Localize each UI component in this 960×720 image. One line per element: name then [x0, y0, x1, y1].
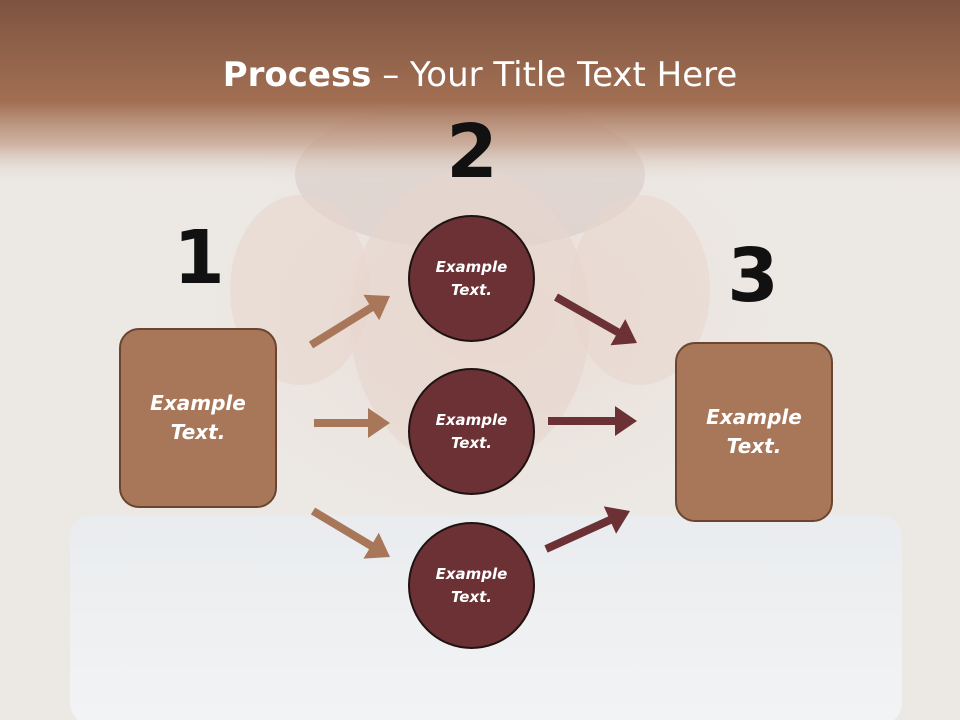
title-rest: – Your Title Text Here	[371, 55, 738, 95]
step-3-box: Example Text.	[675, 342, 833, 522]
arrow-circle-bottom-to-box3	[544, 506, 630, 553]
step-1-box: Example Text.	[119, 328, 277, 508]
step-number-1: 1	[173, 215, 225, 301]
arrow-box1-to-circle-bottom	[310, 507, 390, 559]
step-2-circle-bottom: Example Text.	[408, 522, 535, 649]
arrow-circle-middle-to-box3	[548, 406, 637, 436]
arrow-box1-to-circle-middle	[314, 408, 390, 438]
slide-title: Process – Your Title Text Here	[0, 52, 960, 98]
title-bold: Process	[222, 55, 372, 95]
step-2-circle-top: Example Text.	[408, 215, 535, 342]
arrow-circle-top-to-box3	[554, 293, 637, 346]
step-number-2: 2	[446, 109, 498, 195]
arrow-box1-to-circle-top	[308, 294, 390, 349]
step-number-3: 3	[727, 233, 779, 319]
step-2-circle-middle: Example Text.	[408, 368, 535, 495]
